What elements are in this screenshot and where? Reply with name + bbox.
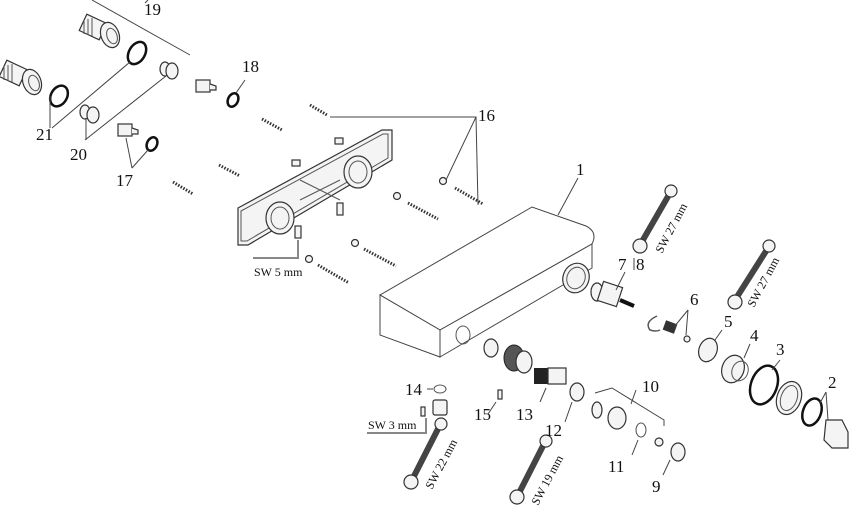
callout-14: 14 xyxy=(405,380,423,399)
callout-13: 13 xyxy=(516,405,533,424)
part-10-nut xyxy=(607,406,627,430)
part-9-cap xyxy=(670,442,686,462)
part-11-o-ring xyxy=(635,422,647,438)
part-20-check-valve-lower xyxy=(79,104,100,124)
o-ring-17 xyxy=(145,136,159,152)
wrench-22mm xyxy=(403,417,448,490)
part-10-small-nut xyxy=(654,437,664,447)
callout-9: 9 xyxy=(652,477,661,496)
screws xyxy=(304,176,484,285)
tool-label-sw3: SW 3 mm xyxy=(368,418,417,432)
callout-4: 4 xyxy=(750,326,759,345)
part-2-ring xyxy=(775,380,803,416)
part-7-8-cartridge xyxy=(590,280,635,308)
part-18-nipple xyxy=(195,79,217,93)
part-4-adapter xyxy=(721,354,749,384)
part-17-nipple xyxy=(117,123,139,137)
callout-15: 15 xyxy=(474,405,491,424)
part-2-handle xyxy=(823,419,849,449)
callout-5: 5 xyxy=(724,312,733,331)
part-5-nut xyxy=(697,337,719,363)
part-6-pin xyxy=(683,335,691,343)
callout-10: 10 xyxy=(642,377,659,396)
o-ring-21 xyxy=(48,84,70,108)
part-15-pin xyxy=(497,389,503,400)
mounting-plate xyxy=(237,129,393,246)
part-nut-threaded xyxy=(503,344,533,374)
part-20-check-valve-upper xyxy=(159,61,179,80)
callout-16: 16 xyxy=(478,106,495,125)
part-12-nut xyxy=(569,382,585,402)
callout-11: 11 xyxy=(608,457,624,476)
callout-20: 20 xyxy=(70,145,87,164)
callout-3: 3 xyxy=(776,340,785,359)
part-1-thermostat-body xyxy=(379,206,595,358)
set-screw xyxy=(336,202,344,216)
callout-8: 8 xyxy=(636,255,645,274)
callout-17: 17 xyxy=(116,171,134,190)
part-6-filter xyxy=(662,320,678,334)
part-19-connector-upper xyxy=(78,13,121,49)
part-14-o-ring xyxy=(433,384,447,394)
callout-7: 7 xyxy=(618,255,627,274)
o-ring-lower xyxy=(483,338,499,358)
part-3-o-ring xyxy=(748,364,780,406)
wrench-27mm-upper xyxy=(632,184,678,254)
tool-label-sw5: SW 5 mm xyxy=(254,265,303,279)
wall-plugs xyxy=(172,103,328,196)
wrench-27mm-lower xyxy=(727,239,776,310)
callout-1: 1 xyxy=(576,160,585,179)
part-6-clip xyxy=(647,315,661,332)
wrench-19mm xyxy=(509,434,553,505)
grub-screw xyxy=(420,406,426,417)
callout-12: 12 xyxy=(545,421,562,440)
o-ring-18 xyxy=(226,92,240,108)
callout-2: 2 xyxy=(828,373,837,392)
part-14-nut xyxy=(432,399,448,416)
callout-19: 19 xyxy=(144,0,161,19)
callout-18: 18 xyxy=(242,57,259,76)
hex-key-5mm xyxy=(253,240,299,259)
callout-21: 21 xyxy=(36,125,53,144)
part-2-o-ring xyxy=(801,397,823,427)
part-21-connector-lower xyxy=(0,59,43,96)
part-13-cartridge xyxy=(534,367,567,385)
hex-key-3mm xyxy=(367,418,427,434)
set-screw xyxy=(294,225,302,239)
callout-6: 6 xyxy=(690,290,699,309)
o-ring-19 xyxy=(126,40,148,66)
part-10-ring xyxy=(591,401,603,419)
